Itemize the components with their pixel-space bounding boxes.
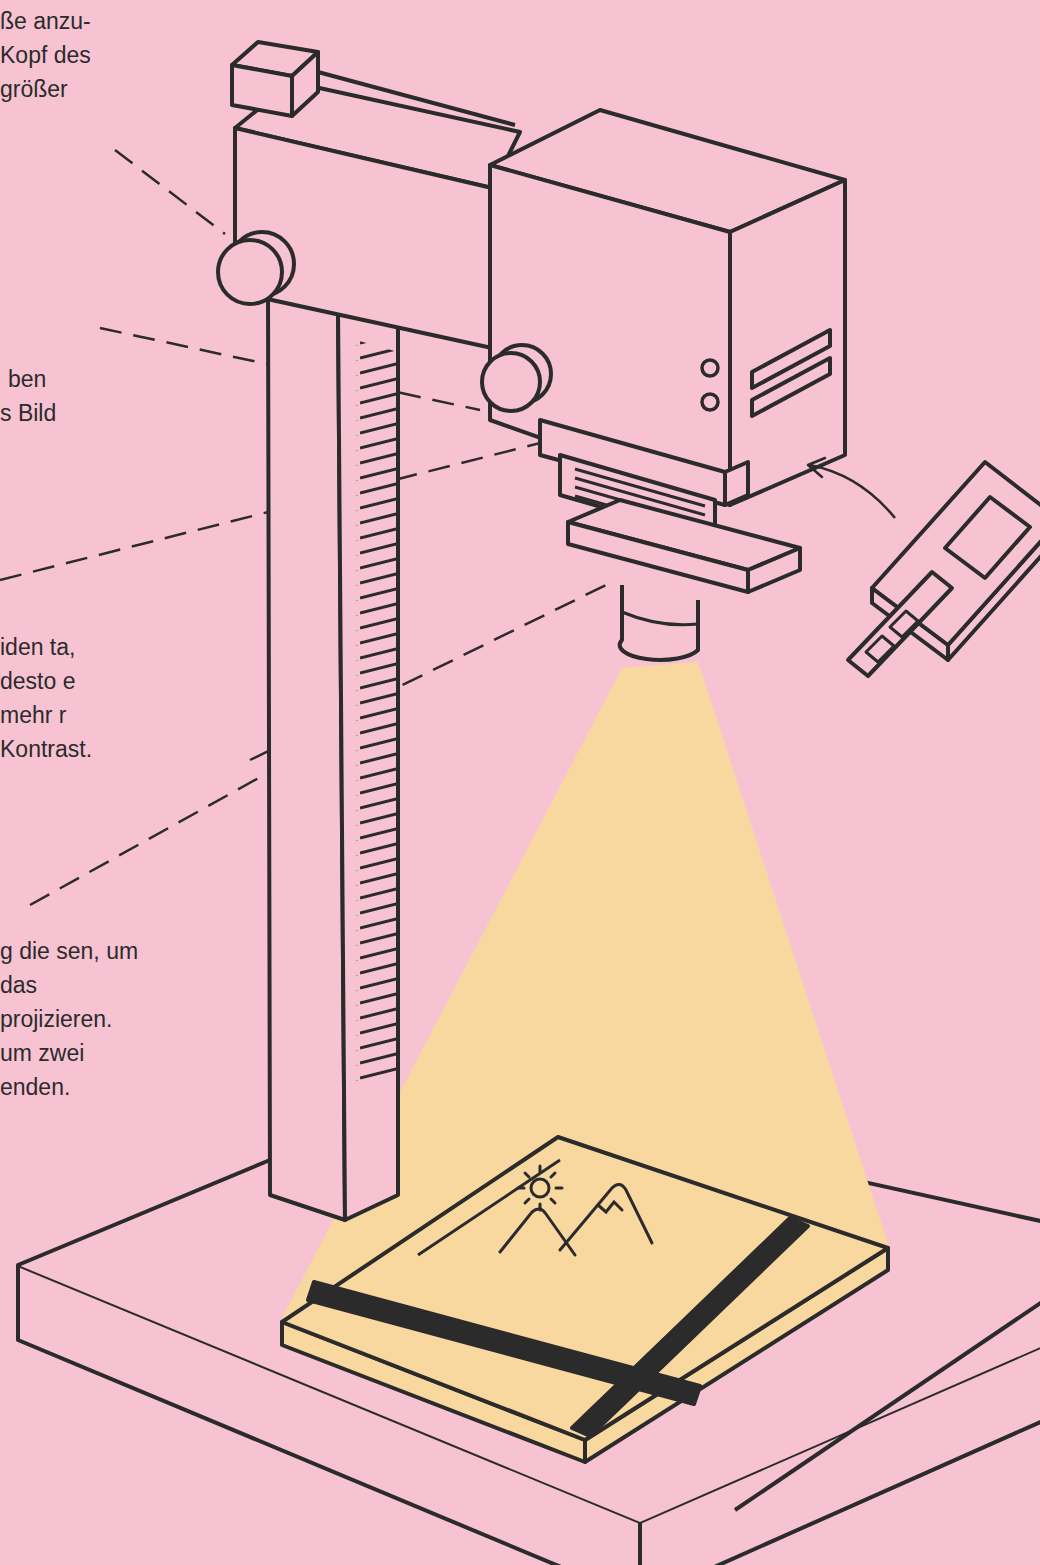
- base-edge: [18, 1160, 270, 1265]
- head-button: [702, 360, 718, 376]
- height-knob: [218, 240, 282, 304]
- mountain-symbol: [500, 1209, 575, 1255]
- arm-edge: [318, 72, 515, 125]
- head-front-face: [490, 165, 730, 505]
- column: [268, 290, 398, 1220]
- column-front-face: [338, 308, 398, 1220]
- lamp-cube-side: [292, 52, 318, 116]
- mountain-symbol: [560, 1184, 652, 1250]
- snow-line: [598, 1202, 622, 1212]
- carrier-window: [945, 497, 1030, 578]
- lens-ring: [622, 612, 698, 625]
- head-button: [702, 394, 718, 410]
- arrow-head: [808, 458, 825, 477]
- lamp-cube-front: [232, 65, 292, 116]
- film-strip: [848, 572, 952, 676]
- callout-text: ben s Bild: [0, 362, 62, 430]
- column-side-face: [268, 290, 345, 1220]
- sun-rays: [518, 1166, 562, 1210]
- lens-board-side: [748, 548, 800, 592]
- base-plate: [18, 1085, 1040, 1565]
- mask-blade: [572, 1218, 808, 1436]
- knobs: [218, 232, 551, 411]
- vent-slot: [752, 358, 830, 416]
- callout-text: g die sen, um das projizieren. um zwei e…: [0, 934, 150, 1104]
- film-frame: [866, 636, 894, 662]
- print-motif: [500, 1166, 652, 1255]
- leader-line: [115, 150, 225, 234]
- callout-text: ße anzu- Kopf des größer: [0, 4, 120, 106]
- lamp-head: [490, 110, 845, 660]
- film-frame: [890, 611, 918, 637]
- insert-arrow: [810, 465, 895, 518]
- filter-drawer-side: [725, 462, 748, 505]
- head-arm: [232, 42, 520, 348]
- focus-knob: [482, 353, 540, 411]
- lens-board-front: [568, 522, 748, 592]
- sun-symbol: [531, 1179, 549, 1197]
- head-side-face: [730, 180, 845, 505]
- height-scale: [356, 340, 398, 1090]
- lens: [620, 585, 698, 660]
- negative-carrier: [808, 458, 1040, 676]
- callout-text: iden ta, desto e mehr r Kontrast.: [0, 630, 105, 766]
